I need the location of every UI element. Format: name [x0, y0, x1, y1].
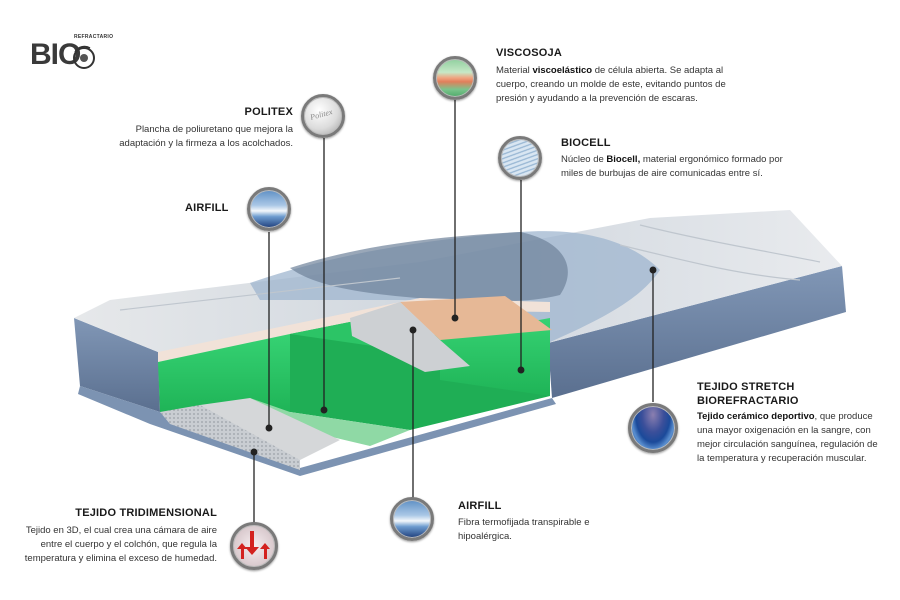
- airfill-top-swatch-icon: [247, 187, 291, 231]
- stretch-title-line1: TEJIDO STRETCH: [697, 381, 795, 393]
- stretch-swatch-icon: [628, 403, 678, 453]
- biocell-desc-post: material ergonómico formado por miles de…: [561, 154, 783, 179]
- airfill-bottom-title: AIRFILL: [458, 500, 502, 512]
- politex-title: POLITEX: [244, 106, 293, 118]
- layer-airfill-green: [250, 398, 410, 446]
- viscosoja-desc-post: de célula abierta. Se adapta al cuerpo, …: [496, 65, 726, 104]
- biocell-desc-pre: Núcleo de: [561, 154, 607, 165]
- viscosoja-title: VISCOSOJA: [496, 47, 562, 59]
- leader-lines: [250, 100, 657, 523]
- airfill-bottom-description: Fibra termofijada transpirable e hipoalé…: [458, 517, 590, 542]
- stretch-desc-bold: Tejido cerámico deportivo: [697, 411, 815, 422]
- layer-politex: [350, 302, 470, 372]
- airfill-bottom-swatch-icon: [390, 497, 434, 541]
- viscosoja-desc-bold: viscoelástico: [532, 65, 593, 76]
- airfill-top-title: AIRFILL: [185, 202, 229, 214]
- top-pattern-dark: [290, 232, 568, 302]
- stretch-desc-post: , que produce una mayor oxigenación en l…: [697, 411, 878, 464]
- layer-biocell-front: [158, 334, 290, 412]
- biocell-description: Núcleo de Biocell, material ergonómico f…: [561, 153, 793, 181]
- stretch-title: TEJIDO STRETCH BIOREFRACTARIO: [697, 380, 799, 408]
- logo-subtext: REFRACTARIO: [74, 34, 114, 40]
- mattress-base: [78, 386, 556, 476]
- politex-swatch-text: Politex: [309, 107, 334, 122]
- arrow-up-icon: [260, 543, 270, 559]
- viscosoja-desc-pre: Material: [496, 65, 533, 76]
- tridimensional-title: TEJIDO TRIDIMENSIONAL: [75, 507, 217, 519]
- layer-tridimensional: [160, 405, 300, 470]
- arrow-up-icon: [237, 543, 247, 559]
- biocell-title: BIOCELL: [561, 137, 611, 149]
- bio-refractario-logo: BIO REFRACTARIO: [30, 34, 113, 78]
- layer-viscosoja: [400, 296, 552, 340]
- tridimensional-swatch-icon: [230, 522, 278, 570]
- arrow-down-icon: [245, 531, 259, 555]
- mattress-side-front: [74, 318, 160, 412]
- logo-text: BIO: [30, 38, 81, 71]
- biocell-swatch-icon: [498, 136, 542, 180]
- viscosoja-description: Material viscoelástico de célula abierta…: [496, 64, 756, 106]
- viscosoja-swatch-icon: [433, 56, 477, 100]
- mattress-side-right: [548, 266, 846, 398]
- politex-swatch-icon: Politex: [301, 94, 345, 138]
- biocell-desc-bold: Biocell,: [606, 154, 641, 165]
- stretch-title-line2: BIOREFRACTARIO: [697, 395, 799, 407]
- refractario-emblem-icon: [73, 45, 95, 69]
- stretch-description: Tejido cerámico deportivo, que produce u…: [697, 410, 887, 466]
- politex-description: Plancha de poliuretano que mejora la ada…: [119, 124, 293, 149]
- tridimensional-description: Tejido en 3D, el cual crea una cámara de…: [24, 525, 217, 564]
